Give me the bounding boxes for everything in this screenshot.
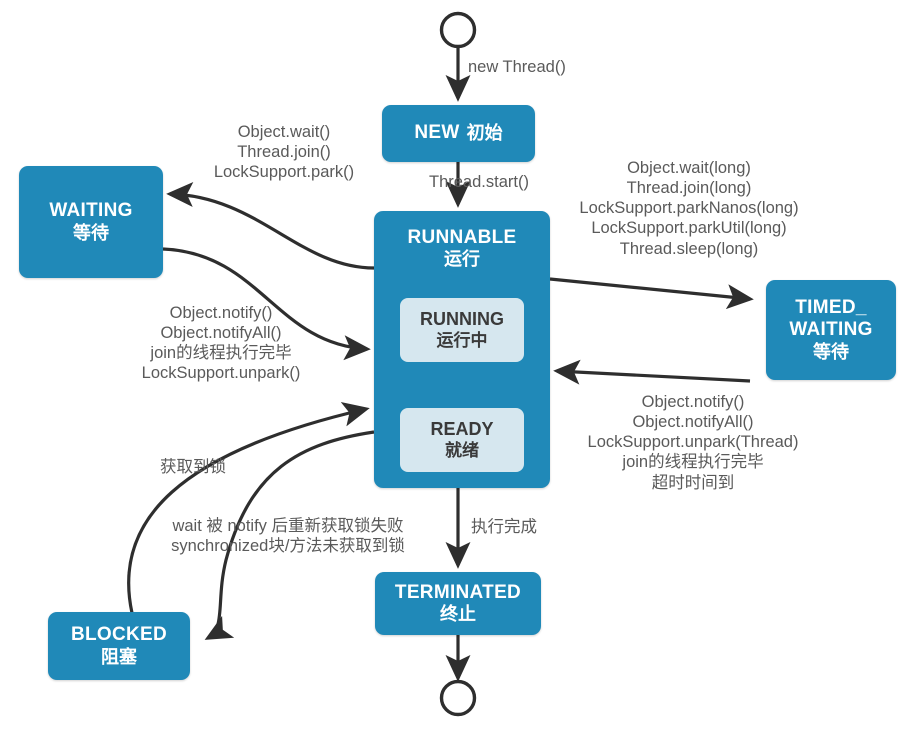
node-ready-label-en: READY bbox=[430, 419, 494, 439]
node-running-label-cn: 运行中 bbox=[436, 330, 488, 350]
edge-label-to-waiting: Object.wait() Thread.join() LockSupport.… bbox=[213, 123, 355, 182]
edge-runnable-to-blocked bbox=[204, 430, 375, 640]
node-ready[interactable]: READY 就绪 bbox=[400, 408, 524, 472]
edge-runnable-to-timed-waiting bbox=[549, 277, 754, 310]
node-running[interactable]: RUNNING 运行中 bbox=[400, 298, 524, 362]
edge-label-got-lock: 获取到锁 bbox=[160, 458, 226, 476]
node-waiting[interactable]: WAITING 等待 bbox=[19, 166, 163, 278]
node-new[interactable]: NEW 初始 bbox=[382, 105, 535, 162]
edge-timed-waiting-to-runnable bbox=[553, 359, 751, 385]
end-circle-shape bbox=[439, 679, 477, 717]
node-terminated-label-en: TERMINATED bbox=[394, 581, 522, 603]
node-ready-label-cn: 就绪 bbox=[445, 440, 479, 460]
edge-label-from-waiting: Object.notify() Object.notifyAll() join的… bbox=[141, 304, 301, 383]
node-runnable-label-en: RUNNABLE bbox=[407, 227, 517, 248]
node-timed-waiting-label-cn: 等待 bbox=[813, 341, 849, 362]
edge-waiting-to-runnable bbox=[162, 247, 371, 361]
edge-blocked-to-runnable bbox=[127, 402, 370, 614]
node-blocked-label-en: BLOCKED bbox=[70, 624, 168, 646]
node-timed-waiting[interactable]: TIMED_ WAITING 等待 bbox=[766, 280, 896, 380]
edge-label-from-timed-waiting: Object.notify() Object.notifyAll() LockS… bbox=[587, 393, 799, 492]
node-blocked-label-cn: 阻塞 bbox=[101, 646, 137, 667]
node-blocked[interactable]: BLOCKED 阻塞 bbox=[48, 612, 190, 680]
node-waiting-label-en: WAITING bbox=[49, 200, 133, 222]
edge-runnable-to-waiting bbox=[166, 182, 375, 270]
node-new-label-en: NEW bbox=[414, 122, 460, 144]
node-terminated[interactable]: TERMINATED 终止 bbox=[375, 572, 541, 635]
node-runnable-label-cn: 运行 bbox=[444, 249, 480, 270]
node-timed-waiting-label-en1: TIMED_ bbox=[795, 296, 867, 318]
edge-label-finished: 执行完成 bbox=[471, 518, 537, 536]
node-waiting-label-cn: 等待 bbox=[73, 222, 109, 243]
edge-label-to-blocked: wait 被 notify 后重新获取锁失败 synchronized块/方法未… bbox=[171, 517, 405, 556]
edge-label-new-thread: new Thread() bbox=[468, 58, 566, 76]
node-timed-waiting-label-en2: WAITING bbox=[789, 319, 873, 341]
edge-label-to-timed-waiting: Object.wait(long) Thread.join(long) Lock… bbox=[579, 159, 799, 258]
node-new-label-cn: 初始 bbox=[466, 122, 503, 143]
node-terminated-label-cn: 终止 bbox=[440, 604, 476, 625]
start-circle-shape bbox=[439, 11, 477, 49]
node-running-label-en: RUNNING bbox=[420, 309, 504, 329]
edge-label-thread-start: Thread.start() bbox=[429, 173, 529, 191]
